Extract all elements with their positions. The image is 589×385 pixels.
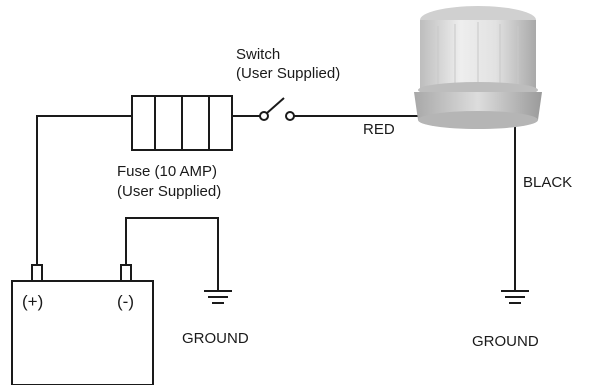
battery-icon xyxy=(11,264,154,385)
ground-icon xyxy=(204,290,232,304)
ground-right-label: GROUND xyxy=(472,333,539,350)
switch-supplied-label: (User Supplied) xyxy=(236,65,341,82)
fuse-label: Fuse (10 AMP) xyxy=(117,163,218,180)
positive-wire xyxy=(36,115,132,265)
black-wire-label: BLACK xyxy=(523,174,573,191)
beacon-light-icon xyxy=(414,6,542,129)
positive-terminal xyxy=(31,264,43,282)
ground-icon xyxy=(501,290,529,304)
switch-label: Switch xyxy=(236,46,281,63)
battery-negative-label: (-) xyxy=(117,292,134,311)
switch-icon xyxy=(259,97,295,121)
negative-terminal xyxy=(120,264,132,282)
wires xyxy=(36,115,516,290)
negative-wire xyxy=(125,217,219,290)
fuse-supplied-label: (User Supplied) xyxy=(117,183,222,200)
red-wire-label: RED xyxy=(363,121,395,138)
fuse-icon xyxy=(131,95,233,151)
battery-positive-label: (+) xyxy=(22,292,44,311)
ground-left-label: GROUND xyxy=(182,330,249,347)
